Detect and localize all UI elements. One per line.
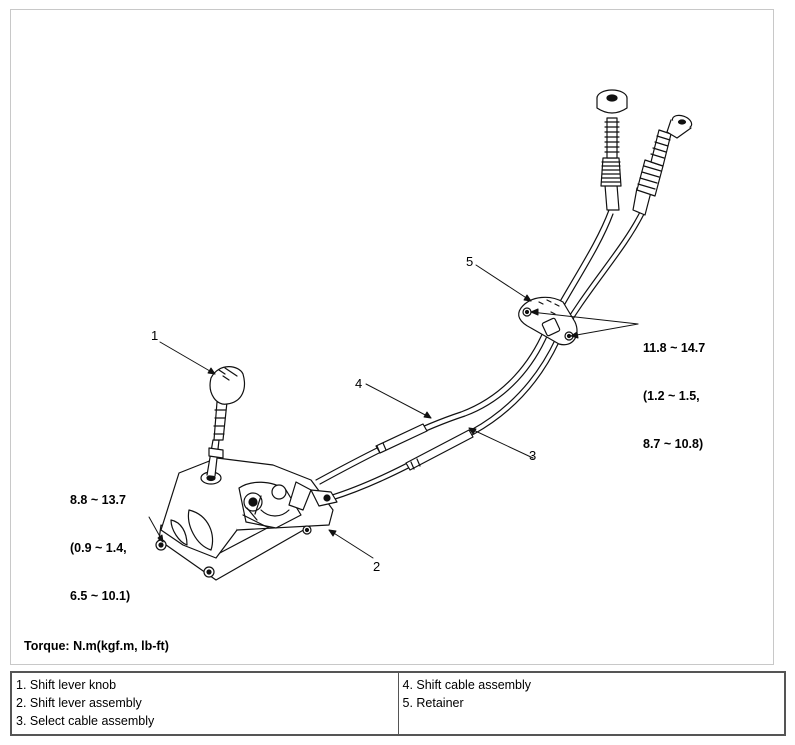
torque-retainer-line-2: (1.2 ~ 1.5, [643, 389, 700, 403]
legend-item-5: 5. Retainer [402, 696, 464, 710]
legend-row: 1. Shift lever knob 2. Shift lever assem… [11, 672, 785, 735]
legend-table: 1. Shift lever knob 2. Shift lever assem… [11, 672, 785, 735]
shift-lever-drawing [148, 89, 693, 581]
legend-item-1: 1. Shift lever knob [16, 678, 117, 692]
callout-3: 3 [529, 448, 537, 463]
legend-column-right: 4. Shift cable assembly 5. Retainer [397, 672, 785, 735]
legend-column-left: 1. Shift lever knob 2. Shift lever assem… [11, 672, 399, 735]
legend-item-2: 2. Shift lever assembly [16, 696, 142, 710]
retainer [518, 296, 578, 346]
legend-item-4: 4. Shift cable assembly [402, 678, 532, 692]
cable-select [328, 209, 645, 501]
torque-lever-line-3: 6.5 ~ 10.1) [70, 589, 131, 603]
diagram-figure: 1 2 3 4 5 11.8 ~ 14.7 (1.2 ~ 1.5, 8.7 ~ … [10, 9, 774, 665]
torque-lever-line-2: (0.9 ~ 1.4, [70, 541, 127, 555]
torque-unit-note: Torque: N.m(kgf.m, lb-ft) [24, 639, 169, 653]
torque-retainer-line-1: 11.8 ~ 14.7 [643, 341, 706, 355]
torque-retainer-line-3: 8.7 ~ 10.8) [643, 437, 704, 451]
legend-item-3: 3. Select cable assembly [16, 714, 155, 728]
cable-end-shift [596, 89, 628, 211]
callout-1: 1 [151, 328, 159, 343]
leader-lines [148, 264, 639, 559]
torque-lever: 8.8 ~ 13.7 (0.9 ~ 1.4, 6.5 ~ 10.1) [70, 460, 130, 636]
torque-lever-line-1: 8.8 ~ 13.7 [70, 493, 126, 507]
parts-legend: 1. Shift lever knob 2. Shift lever assem… [10, 671, 786, 736]
callout-5: 5 [466, 254, 474, 269]
torque-retainer: 11.8 ~ 14.7 (1.2 ~ 1.5, 8.7 ~ 10.8) [643, 308, 705, 484]
cable-end-select [632, 114, 693, 216]
cable-shift [315, 209, 614, 485]
shift-lever-assembly [155, 457, 338, 581]
shift-lever-knob [206, 366, 246, 477]
callout-4: 4 [355, 376, 363, 391]
callout-2: 2 [373, 559, 381, 574]
